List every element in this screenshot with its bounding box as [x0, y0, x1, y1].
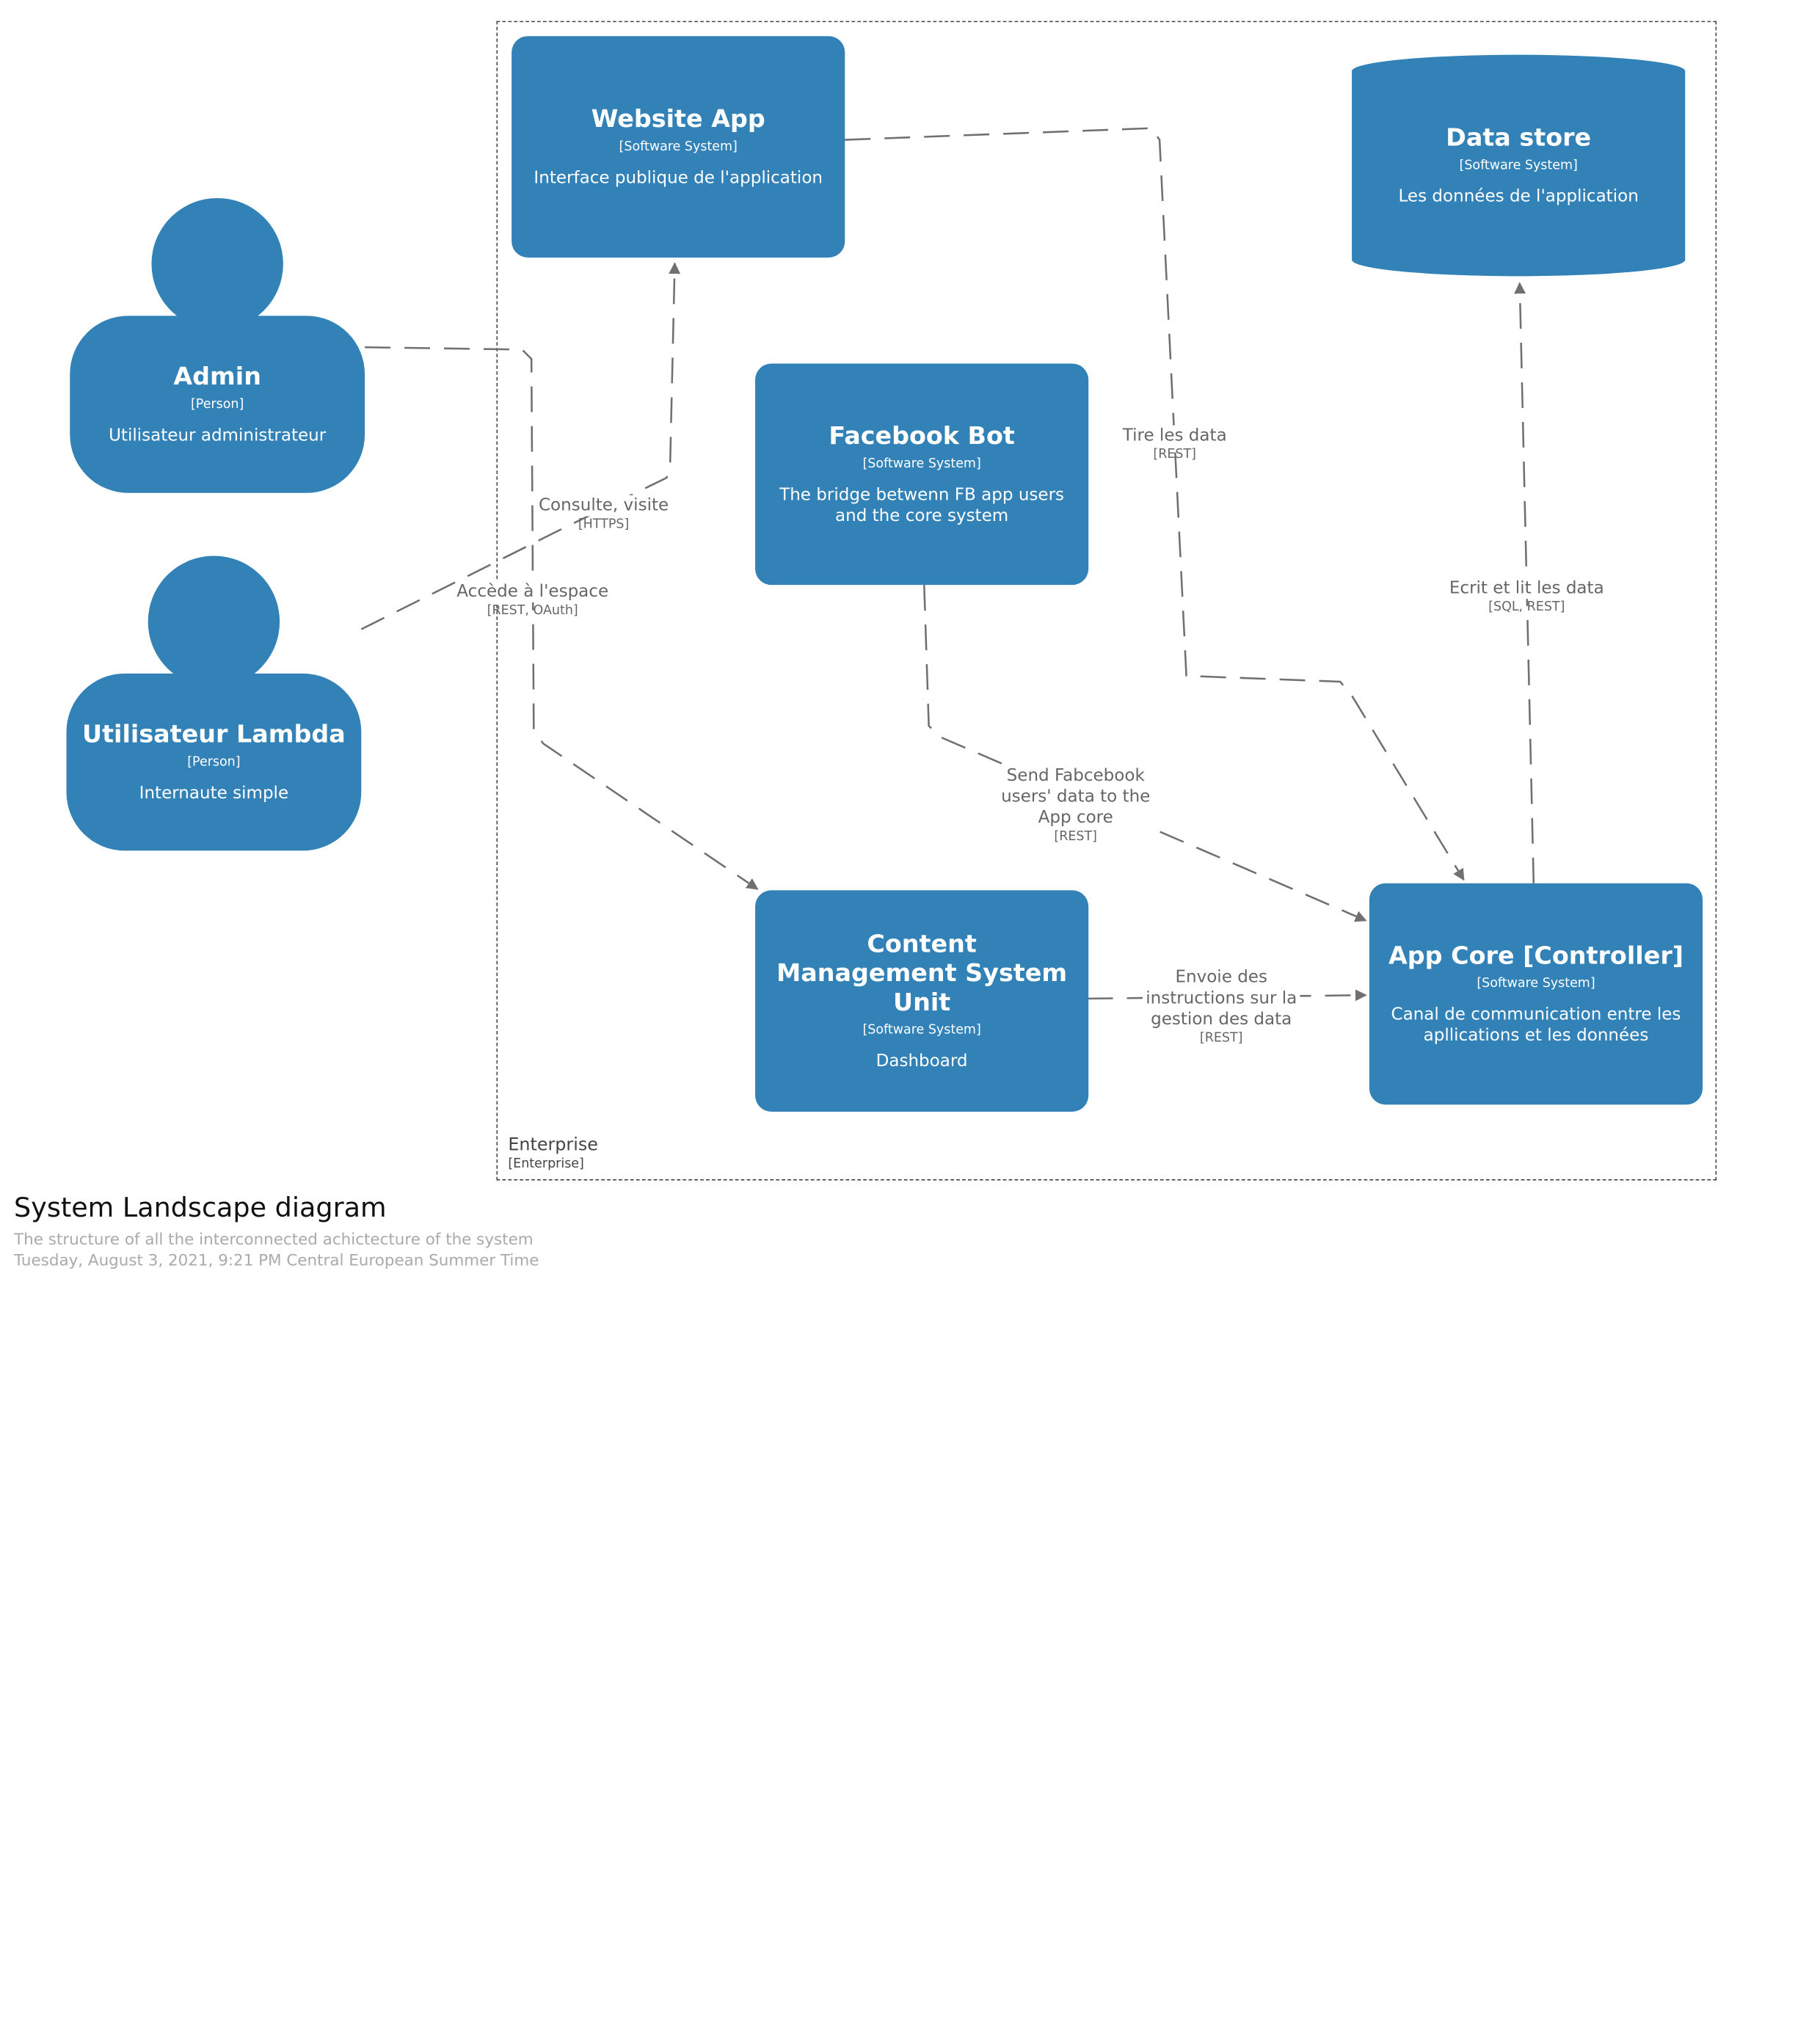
rel-technology: [SQL, REST] [1488, 599, 1565, 614]
system-type: [Software System] [619, 138, 738, 154]
person-type: [Person] [187, 754, 241, 770]
rel-label-admin-cms: Accède à l'espace [REST, OAuth] [456, 581, 609, 619]
diagram-date: Tuesday, August 3, 2021, 9:21 PM Central… [14, 1251, 539, 1270]
system-name: Website App [591, 104, 765, 134]
system-type: [Software System] [1477, 975, 1595, 991]
system-name: Facebook Bot [829, 421, 1015, 450]
person-name: Admin [173, 362, 261, 390]
system-name: Data store [1446, 123, 1592, 152]
person-type: [Person] [190, 396, 244, 412]
boundary-type: [Enterprise] [508, 1156, 584, 1171]
admin-head [151, 197, 283, 330]
diagram-description: The structure of all the interconnected … [14, 1230, 534, 1250]
boundary-name: Enterprise [508, 1134, 598, 1155]
rel-label-lambda-website: Consulte, visite [HTTPS] [538, 495, 669, 533]
system-website-app: Website App [Software System] Interface … [512, 36, 845, 258]
rel-description: Accède à l'espace [456, 581, 609, 602]
connector-website-appcore [845, 127, 1465, 881]
connector-lambda-website [360, 262, 681, 630]
system-name: Content Management System Unit [776, 930, 1068, 1016]
rel-description: Tire les data [1122, 425, 1227, 447]
system-data-store: Data store [Software System] Les données… [1352, 71, 1685, 260]
connector-admin-cms [365, 346, 759, 890]
lambda-head [148, 555, 280, 688]
rel-label-fbbot-appcore: Send Fabcebook users' data to the App co… [997, 765, 1154, 845]
person-description: Utilisateur administrateur [109, 426, 327, 445]
system-description: Canal de communication entre les apllica… [1391, 1005, 1681, 1046]
rel-label-cms-appcore: Envoie des instructions sur la gestion d… [1143, 967, 1300, 1046]
system-type: [Software System] [1459, 157, 1578, 173]
rel-label-appcore-datastore: Ecrit et lit les data [SQL, REST] [1449, 577, 1604, 616]
system-facebook-bot: Facebook Bot [Software System] The bridg… [755, 363, 1089, 586]
system-app-core: App Core [Controller] [Software System] … [1369, 883, 1703, 1105]
person-utilisateur-lambda: Utilisateur Lambda [Person] Internaute s… [66, 673, 362, 851]
system-description: Interface publique de l'application [534, 169, 823, 188]
diagram-title: System Landscape diagram [14, 1193, 387, 1224]
rel-technology: [REST] [1199, 1030, 1243, 1046]
person-name: Utilisateur Lambda [82, 720, 346, 748]
rel-technology: [REST] [1054, 828, 1098, 844]
system-description: Dashboard [876, 1052, 968, 1071]
system-name: App Core [Controller] [1388, 941, 1684, 970]
person-admin: Admin [Person] Utilisateur administrateu… [70, 316, 365, 493]
datastore-shape [1352, 54, 1686, 277]
system-description: The bridge betwenn FB app users and the … [779, 486, 1065, 526]
rel-description: Ecrit et lit les data [1449, 577, 1604, 600]
rel-description: Send Fabcebook users' data to the App co… [997, 765, 1154, 829]
system-type: [Software System] [862, 455, 981, 471]
system-description: Les données de l'application [1398, 187, 1639, 207]
system-content-management: Content Management System Unit [Software… [755, 890, 1089, 1112]
rel-description: Consulte, visite [538, 495, 669, 517]
rel-description: Envoie des instructions sur la gestion d… [1143, 967, 1300, 1030]
system-type: [Software System] [862, 1021, 981, 1038]
rel-technology: [HTTPS] [578, 516, 630, 532]
rel-technology: [REST, OAuth] [487, 602, 578, 618]
datastore-cylinder [1352, 54, 1686, 277]
rel-label-website-appcore: Tire les data [REST] [1122, 425, 1227, 463]
rel-technology: [REST] [1153, 446, 1196, 462]
person-description: Internaute simple [139, 784, 289, 803]
